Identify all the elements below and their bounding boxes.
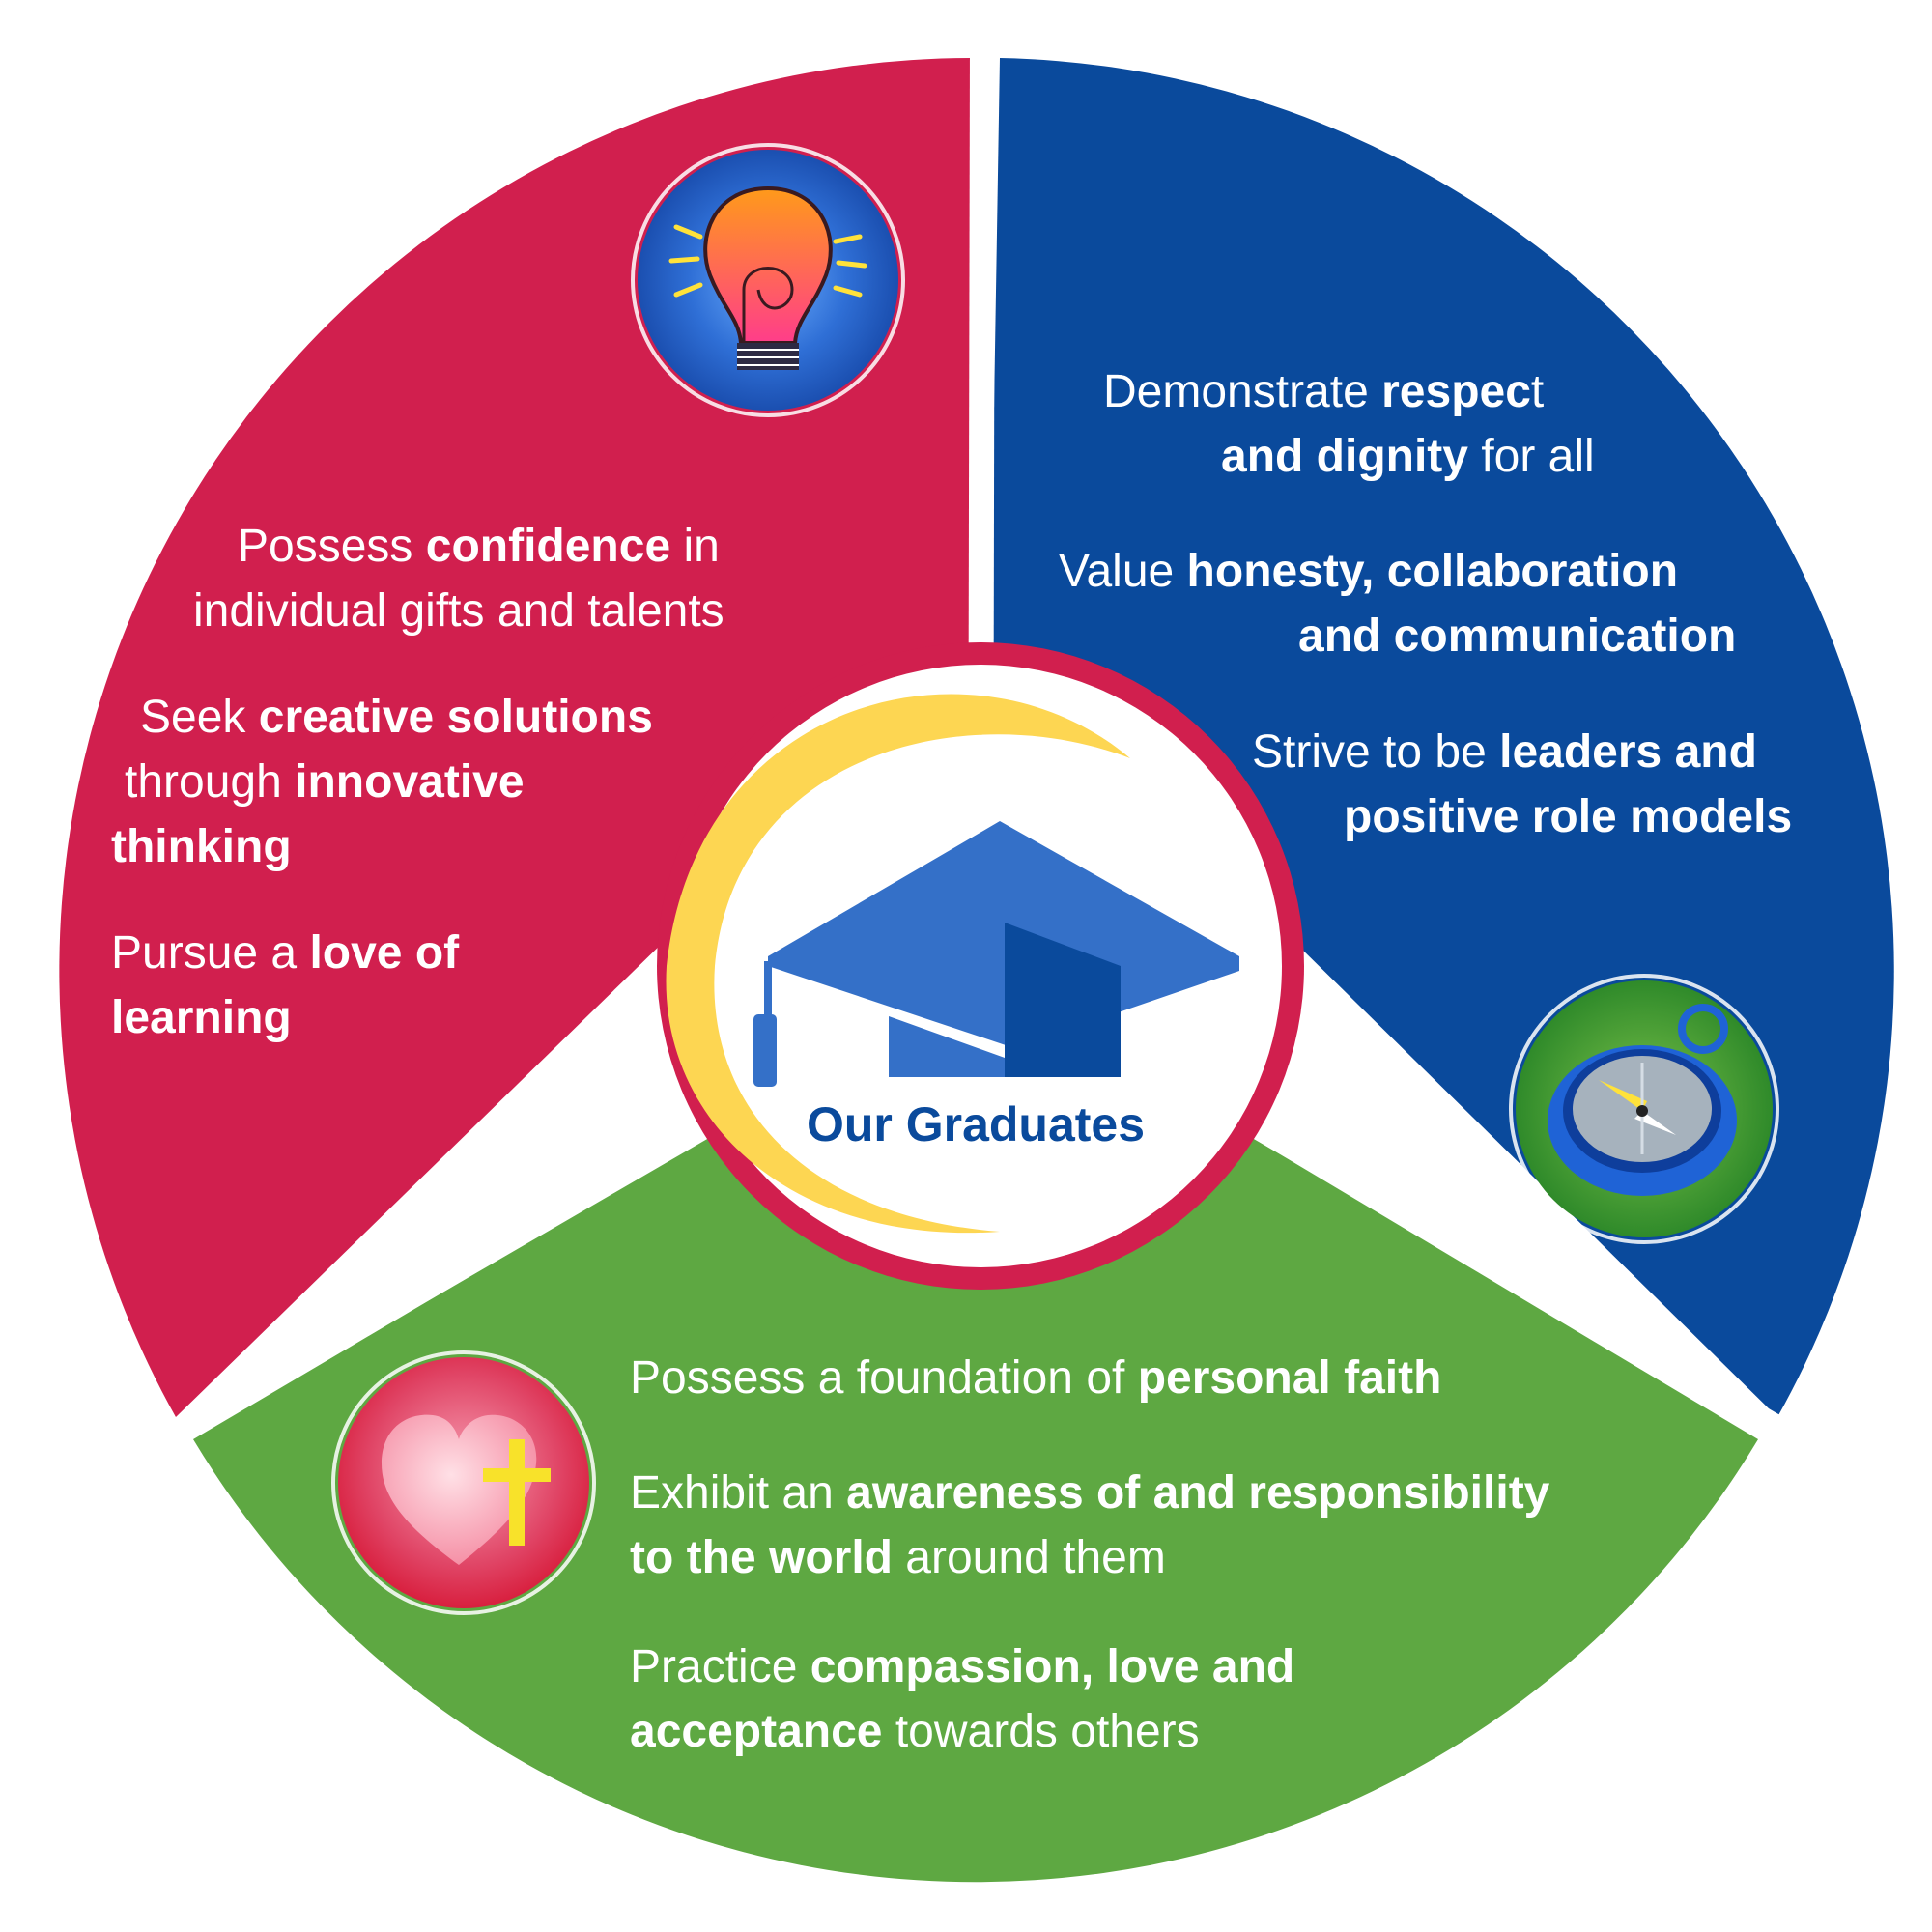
blue-item-2: Strive to be leaders and positive role m… [1252, 720, 1792, 849]
red-item-0: Possess confidence in individual gifts a… [193, 514, 724, 643]
green-item-0-line-0: Possess a foundation of personal faith [630, 1346, 1441, 1410]
bold-text: personal faith [1137, 1352, 1442, 1404]
red-item-0-line-1: individual gifts and talents [193, 579, 724, 643]
red-item-1: Seek creative solutions through innovati… [111, 685, 653, 879]
blue-item-2-line-1: positive role models [1344, 784, 1792, 849]
green-item-1-line-1: to the world around them [630, 1525, 1549, 1590]
green-item-2-line-1: acceptance towards others [630, 1699, 1294, 1764]
red-item-2-line-0: Pursue a love of [111, 921, 459, 985]
text: Possess a foundation of [630, 1352, 1138, 1404]
text: towards others [882, 1706, 1200, 1757]
text: Value [1059, 546, 1187, 597]
text: individual gifts and talents [193, 585, 724, 637]
bold-text: honesty, collaboration [1186, 546, 1679, 597]
graduation-cap-icon [753, 821, 1239, 1087]
lightbulb-icon [631, 143, 905, 417]
bold-text: awareness of and responsibility [846, 1467, 1550, 1519]
green-item-1-line-0: Exhibit an awareness of and responsibili… [630, 1461, 1549, 1525]
blue-item-0-line-1: and dignity for all [1221, 424, 1595, 489]
red-item-2: Pursue a love of learning [111, 921, 459, 1050]
bold-text: innovative [295, 756, 525, 808]
center-title: Our Graduates [806, 1097, 1146, 1151]
bold-text: positive role models [1344, 791, 1793, 842]
red-item-0-line-0: Possess confidence in [238, 514, 724, 579]
red-item-2-line-1: learning [111, 985, 459, 1050]
blue-item-1: Value honesty, collaboration and communi… [1059, 539, 1736, 668]
red-item-1-line-1: through innovative [125, 750, 653, 814]
bold-text: love of [309, 927, 460, 979]
bold-text: and dignity [1221, 431, 1468, 482]
text: Pursue a [111, 927, 310, 979]
text: for all [1467, 431, 1595, 482]
red-item-1-line-0: Seek creative solutions [140, 685, 653, 750]
segment-green [193, 976, 1758, 1883]
green-item-1: Exhibit an awareness of and responsibili… [630, 1461, 1549, 1590]
text: t [1530, 366, 1545, 417]
text: through [125, 756, 296, 808]
text: Seek [140, 692, 259, 743]
blue-item-0-line-0: Demonstrate respect [1103, 359, 1595, 424]
bold-text: thinking [111, 821, 292, 872]
bold-text: creative solutions [258, 692, 653, 743]
blue-item-1-line-1: and communication [1298, 604, 1736, 668]
text: Practice [630, 1641, 810, 1692]
heart-cross-icon [331, 1350, 596, 1615]
bold-text: confidence [425, 521, 671, 572]
bold-text: to the world [630, 1532, 893, 1583]
green-item-0: Possess a foundation of personal faith [630, 1346, 1441, 1410]
bold-text: and communication [1298, 611, 1737, 662]
text: Demonstrate [1103, 366, 1382, 417]
text: Possess [238, 521, 426, 572]
text: Exhibit an [630, 1467, 847, 1519]
bold-text: compassion, love and [810, 1641, 1295, 1692]
compass-icon [1509, 974, 1779, 1244]
green-item-2-line-0: Practice compassion, love and [630, 1634, 1294, 1699]
text: around them [892, 1532, 1166, 1583]
blue-item-2-line-0: Strive to be leaders and [1252, 720, 1792, 784]
bold-text: acceptance [630, 1706, 883, 1757]
blue-item-0: Demonstrate respect and dignity for all [1103, 359, 1595, 489]
text: Strive to be [1252, 726, 1500, 778]
bold-text: leaders and [1499, 726, 1757, 778]
bold-text: learning [111, 992, 292, 1043]
blue-item-1-line-0: Value honesty, collaboration [1059, 539, 1736, 604]
red-item-1-line-2: thinking [111, 814, 653, 879]
text: in [670, 521, 720, 572]
bold-text: respec [1381, 366, 1531, 417]
